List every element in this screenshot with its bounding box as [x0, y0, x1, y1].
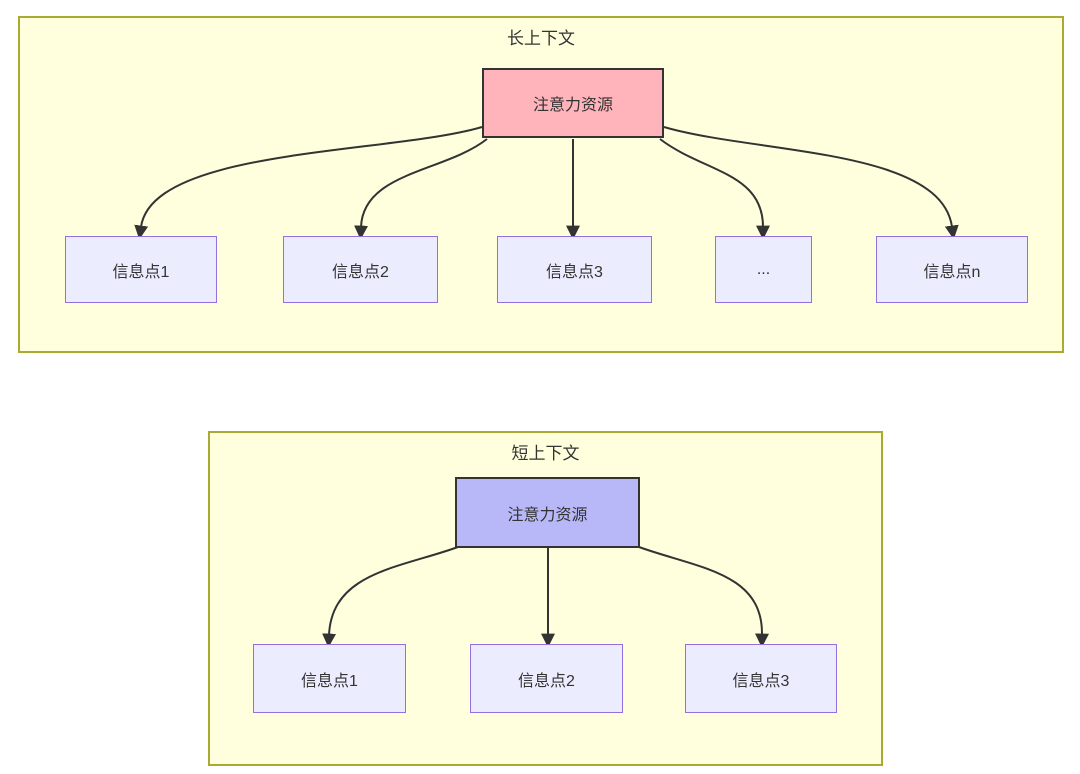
short-info-node-2: 信息点2: [470, 644, 623, 713]
long-info-node-2: 信息点2: [283, 236, 438, 303]
long-context-title: 长上下文: [507, 29, 575, 48]
long-attention-node: 注意力资源: [482, 68, 664, 138]
short-attention-node: 注意力资源: [455, 477, 640, 548]
long-info-node-1: 信息点1: [65, 236, 217, 303]
long-info-node-3: 信息点3: [497, 236, 652, 303]
short-info-node-1: 信息点1: [253, 644, 406, 713]
long-info-node-dots: ...: [715, 236, 812, 303]
short-info-node-3: 信息点3: [685, 644, 837, 713]
short-context-title: 短上下文: [511, 444, 580, 463]
long-info-node-n: 信息点n: [876, 236, 1028, 303]
